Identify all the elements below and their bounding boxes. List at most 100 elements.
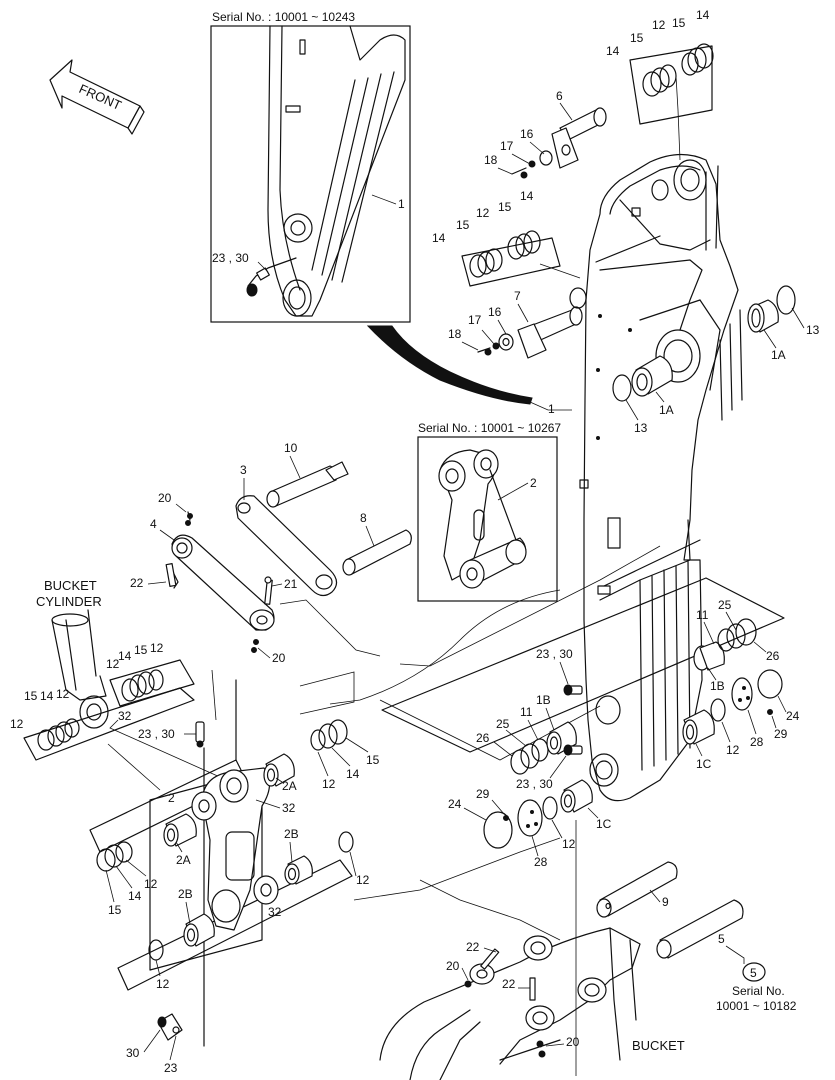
callout-6: 6 bbox=[556, 89, 563, 103]
callout-12-i: 12 bbox=[562, 837, 576, 851]
link-3: 3 bbox=[235, 463, 338, 597]
callout-28a: 28 bbox=[750, 735, 764, 749]
callout-18b: 18 bbox=[448, 327, 462, 341]
cover-plate-28-lower: 24 29 28 12 1C bbox=[448, 779, 612, 869]
link-2-inset bbox=[438, 449, 527, 589]
bucket: BUCKET 22 20 22 20 bbox=[379, 927, 685, 1080]
pin-7-assembly: 7 16 17 18 bbox=[448, 289, 583, 359]
callout-15-t2: 15 bbox=[630, 31, 644, 45]
callout-23-30-top: 23 , 30 bbox=[212, 251, 249, 265]
callout-1: 1 bbox=[548, 402, 555, 416]
bushing-2A-left bbox=[163, 813, 197, 847]
bolts-link-4: 20 22 21 20 bbox=[130, 491, 298, 665]
callout-13a: 13 bbox=[806, 323, 820, 337]
curved-pointer-arrow bbox=[366, 325, 572, 411]
assembly-leader-lines bbox=[107, 545, 661, 1076]
ring-set-mid: 15 12 15 14 14 bbox=[432, 189, 581, 287]
grease-nipple-right bbox=[563, 684, 583, 696]
cover-plate-28-upper: 24 29 28 12 1C bbox=[682, 677, 800, 771]
ref-note-number: 5 bbox=[750, 966, 757, 980]
callout-12-e: 12 bbox=[144, 877, 158, 891]
callout-15-m1: 15 bbox=[456, 218, 470, 232]
callout-16b: 16 bbox=[488, 305, 502, 319]
callout-10: 10 bbox=[284, 441, 298, 455]
pin-10: 10 bbox=[266, 441, 349, 508]
callout-15-m2: 15 bbox=[498, 200, 512, 214]
pin-8: 8 bbox=[342, 511, 412, 576]
callout-25a: 25 bbox=[718, 598, 732, 612]
callout-5: 5 bbox=[718, 932, 725, 946]
callout-2-link: 2 bbox=[168, 791, 175, 805]
bushing-2B-right bbox=[284, 855, 313, 885]
front-arrow-icon: FRONT bbox=[49, 59, 145, 135]
boom-section-top bbox=[267, 25, 406, 317]
callout-1A-b: 1A bbox=[659, 403, 674, 417]
callout-2A-b: 2A bbox=[176, 853, 191, 867]
callout-25b: 25 bbox=[496, 717, 510, 731]
arm-part-1 bbox=[569, 153, 743, 802]
callout-13b: 13 bbox=[634, 421, 648, 435]
callout-1C-b: 1C bbox=[596, 817, 612, 831]
callout-18a: 18 bbox=[484, 153, 498, 167]
callout-24b: 24 bbox=[448, 797, 462, 811]
callout-22c: 22 bbox=[502, 977, 516, 991]
callout-12-bc2: 12 bbox=[150, 641, 164, 655]
inset-mid: Serial No. : 10001 ~ 10267 2 bbox=[417, 421, 561, 602]
callout-12-g: 12 bbox=[156, 977, 170, 991]
callout-32a: 32 bbox=[118, 709, 132, 723]
callout-14-bc: 14 bbox=[118, 649, 132, 663]
grease-nipple-bottom bbox=[157, 1013, 183, 1041]
callout-23-30-c: 23 , 30 bbox=[536, 647, 573, 661]
grease-nipple-link bbox=[195, 721, 205, 748]
callout-15-bc: 15 bbox=[134, 643, 148, 657]
callout-17a: 17 bbox=[500, 139, 514, 153]
shim-stack-top bbox=[642, 43, 714, 97]
callout-8: 8 bbox=[360, 511, 367, 525]
callout-1B-b: 1B bbox=[536, 693, 551, 707]
callout-20a: 20 bbox=[158, 491, 172, 505]
pin-5: 5 bbox=[656, 899, 745, 964]
callout-12-bc3: 12 bbox=[56, 687, 70, 701]
bushing-1A-left: 1A 13 bbox=[612, 355, 674, 435]
callout-30: 30 bbox=[126, 1046, 140, 1060]
ref-note-line1: Serial No. bbox=[732, 984, 785, 998]
bushing-1A-right: 13 1A bbox=[747, 285, 820, 362]
callout-11b: 11 bbox=[520, 705, 533, 719]
inset-top-serial: Serial No. : 10001 ~ 10243 bbox=[212, 10, 355, 24]
callout-1B-a: 1B bbox=[710, 679, 725, 693]
callout-23-30-b: 23 , 30 bbox=[138, 727, 175, 741]
bucket-cylinder-label-2: CYLINDER bbox=[36, 594, 102, 609]
inset-top: Serial No. : 10001 ~ 10243 23 , 30 1 bbox=[210, 10, 411, 323]
callout-20c: 20 bbox=[446, 959, 460, 973]
callout-12-h: 12 bbox=[726, 743, 740, 757]
callout-1C-a: 1C bbox=[696, 757, 712, 771]
callout-20b: 20 bbox=[272, 651, 286, 665]
callout-15-t1: 15 bbox=[672, 16, 686, 30]
callout-12-d: 12 bbox=[322, 777, 336, 791]
link-4: 4 bbox=[150, 517, 275, 631]
callout-29b: 29 bbox=[476, 787, 490, 801]
callout-12-m: 12 bbox=[476, 206, 490, 220]
callout-28b: 28 bbox=[534, 855, 548, 869]
callout-2B-a: 2B bbox=[284, 827, 299, 841]
callout-32b: 32 bbox=[282, 801, 296, 815]
callout-15-d: 15 bbox=[366, 753, 380, 767]
callout-14-e: 14 bbox=[128, 889, 142, 903]
callout-22a: 22 bbox=[130, 576, 144, 590]
ring-set-top-right: 12 15 14 15 14 bbox=[606, 8, 714, 161]
pin-6-assembly: 6 16 17 18 bbox=[484, 89, 607, 179]
callout-32c: 32 bbox=[268, 905, 282, 919]
grease-nipple-right-lower bbox=[563, 744, 583, 756]
callout-14-t2: 14 bbox=[606, 44, 620, 58]
callout-2B-b: 2B bbox=[178, 887, 193, 901]
bucket-cylinder: BUCKET CYLINDER bbox=[36, 578, 109, 729]
callout-22b: 22 bbox=[466, 940, 480, 954]
callout-12-bc4: 12 bbox=[10, 717, 24, 731]
bushing-set-1B-lower: 25 11 1B 26 23 , 30 bbox=[476, 693, 583, 791]
reference-note: 5 Serial No. 10001 ~ 10182 bbox=[716, 962, 797, 1013]
callout-1-top: 1 bbox=[398, 197, 405, 211]
callout-7: 7 bbox=[514, 289, 521, 303]
callout-26a: 26 bbox=[766, 649, 780, 663]
callout-9: 9 bbox=[662, 895, 669, 909]
